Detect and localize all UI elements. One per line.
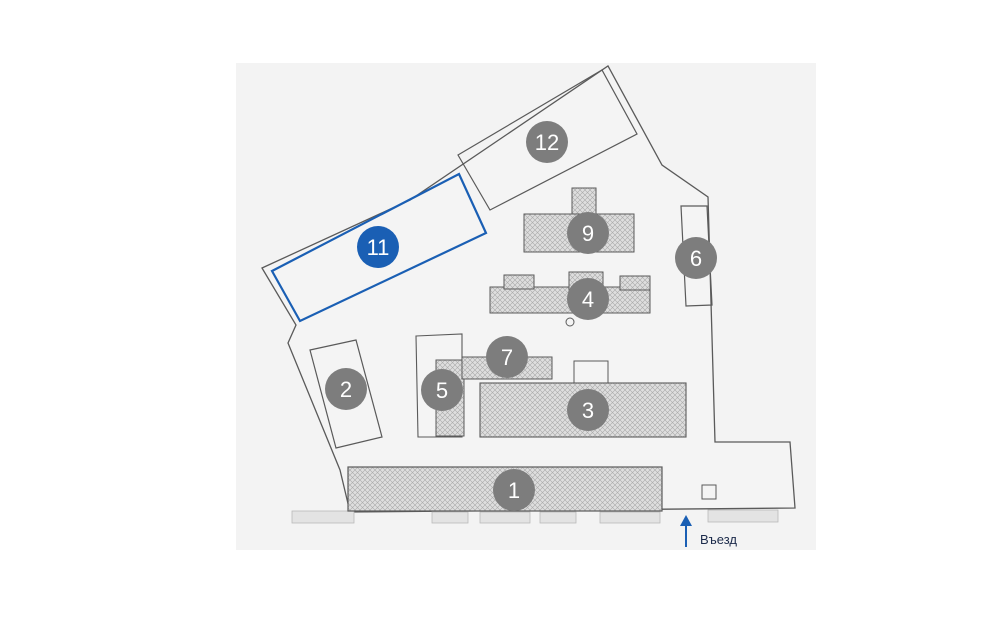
- marker-1[interactable]: 1: [493, 469, 535, 511]
- marker-11[interactable]: 11: [357, 226, 399, 268]
- building-11[interactable]: [270, 172, 488, 323]
- marker-label: 7: [501, 345, 513, 370]
- entry-arrow-icon: [680, 515, 692, 547]
- marker-12[interactable]: 12: [526, 121, 568, 163]
- marker-5[interactable]: 5: [421, 369, 463, 411]
- marker-9[interactable]: 9: [567, 212, 609, 254]
- marker-label: 5: [436, 378, 448, 403]
- marker-3[interactable]: 3: [567, 389, 609, 431]
- marker-label: 11: [367, 235, 390, 260]
- guard-booth: [701, 484, 717, 500]
- entry-label: Въезд: [700, 532, 737, 547]
- marker-label: 4: [582, 287, 594, 312]
- marker-label: 1: [508, 478, 520, 503]
- marker-7[interactable]: 7: [486, 336, 528, 378]
- marker-6[interactable]: 6: [675, 237, 717, 279]
- marker-label: 2: [340, 377, 352, 402]
- marker-label: 9: [582, 221, 594, 246]
- building-12[interactable]: [457, 69, 638, 211]
- marker-label: 6: [690, 246, 702, 271]
- marker-label: 12: [535, 130, 559, 155]
- building-2[interactable]: [309, 339, 383, 449]
- marker-2[interactable]: 2: [325, 368, 367, 410]
- marker-label: 3: [582, 398, 594, 423]
- marker-4[interactable]: 4: [567, 278, 609, 320]
- parking-strip: [291, 509, 779, 524]
